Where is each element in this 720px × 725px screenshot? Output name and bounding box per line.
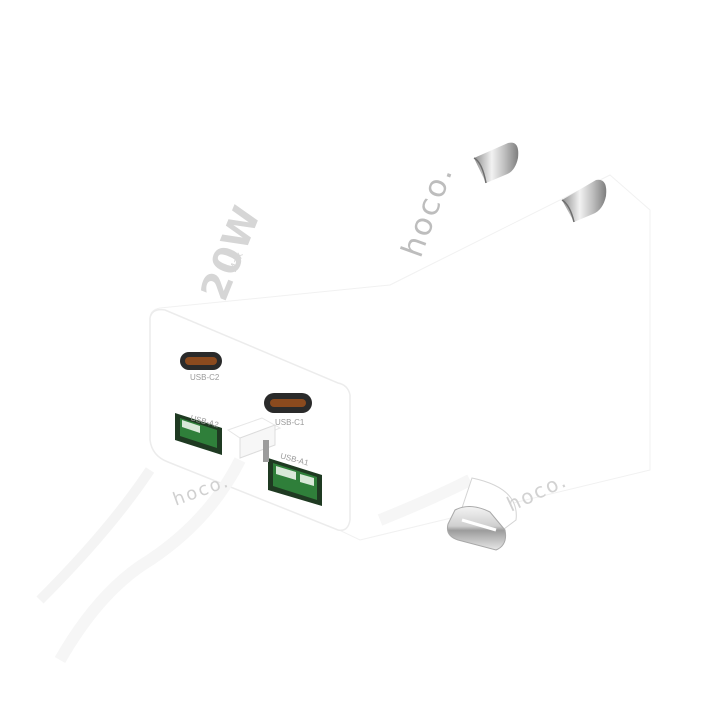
port-label-usb-c2: USB-C2 bbox=[190, 373, 220, 382]
cable-left bbox=[36, 467, 155, 604]
cable-front bbox=[54, 457, 246, 663]
lightning-connector bbox=[447, 477, 517, 551]
plug-pin-right bbox=[561, 179, 607, 223]
port-label-usb-c1: USB-C1 bbox=[275, 418, 305, 427]
usb-c-cable-plug bbox=[226, 417, 282, 462]
plug-pin-left bbox=[473, 142, 519, 184]
cable-right bbox=[377, 474, 473, 526]
